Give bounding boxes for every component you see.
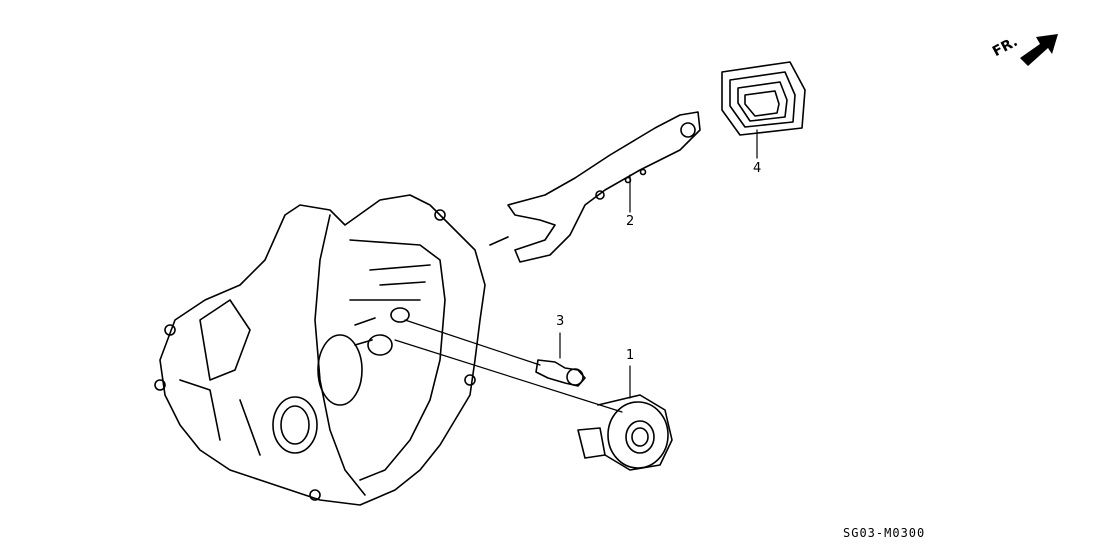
fork-bolt (535, 359, 586, 387)
callout-3: 3 (556, 314, 565, 329)
release-fork (489, 111, 701, 263)
arrow-up-right-icon (1020, 34, 1058, 66)
leader-lines (394, 129, 758, 413)
callout-2: 2 (626, 214, 635, 229)
release-bearing (577, 394, 673, 471)
transmission-housing (154, 194, 486, 506)
fork-boot (721, 61, 806, 136)
callout-4: 4 (753, 161, 762, 176)
diagram-code: SG03-M0300 (843, 526, 926, 540)
callout-1: 1 (626, 348, 635, 363)
